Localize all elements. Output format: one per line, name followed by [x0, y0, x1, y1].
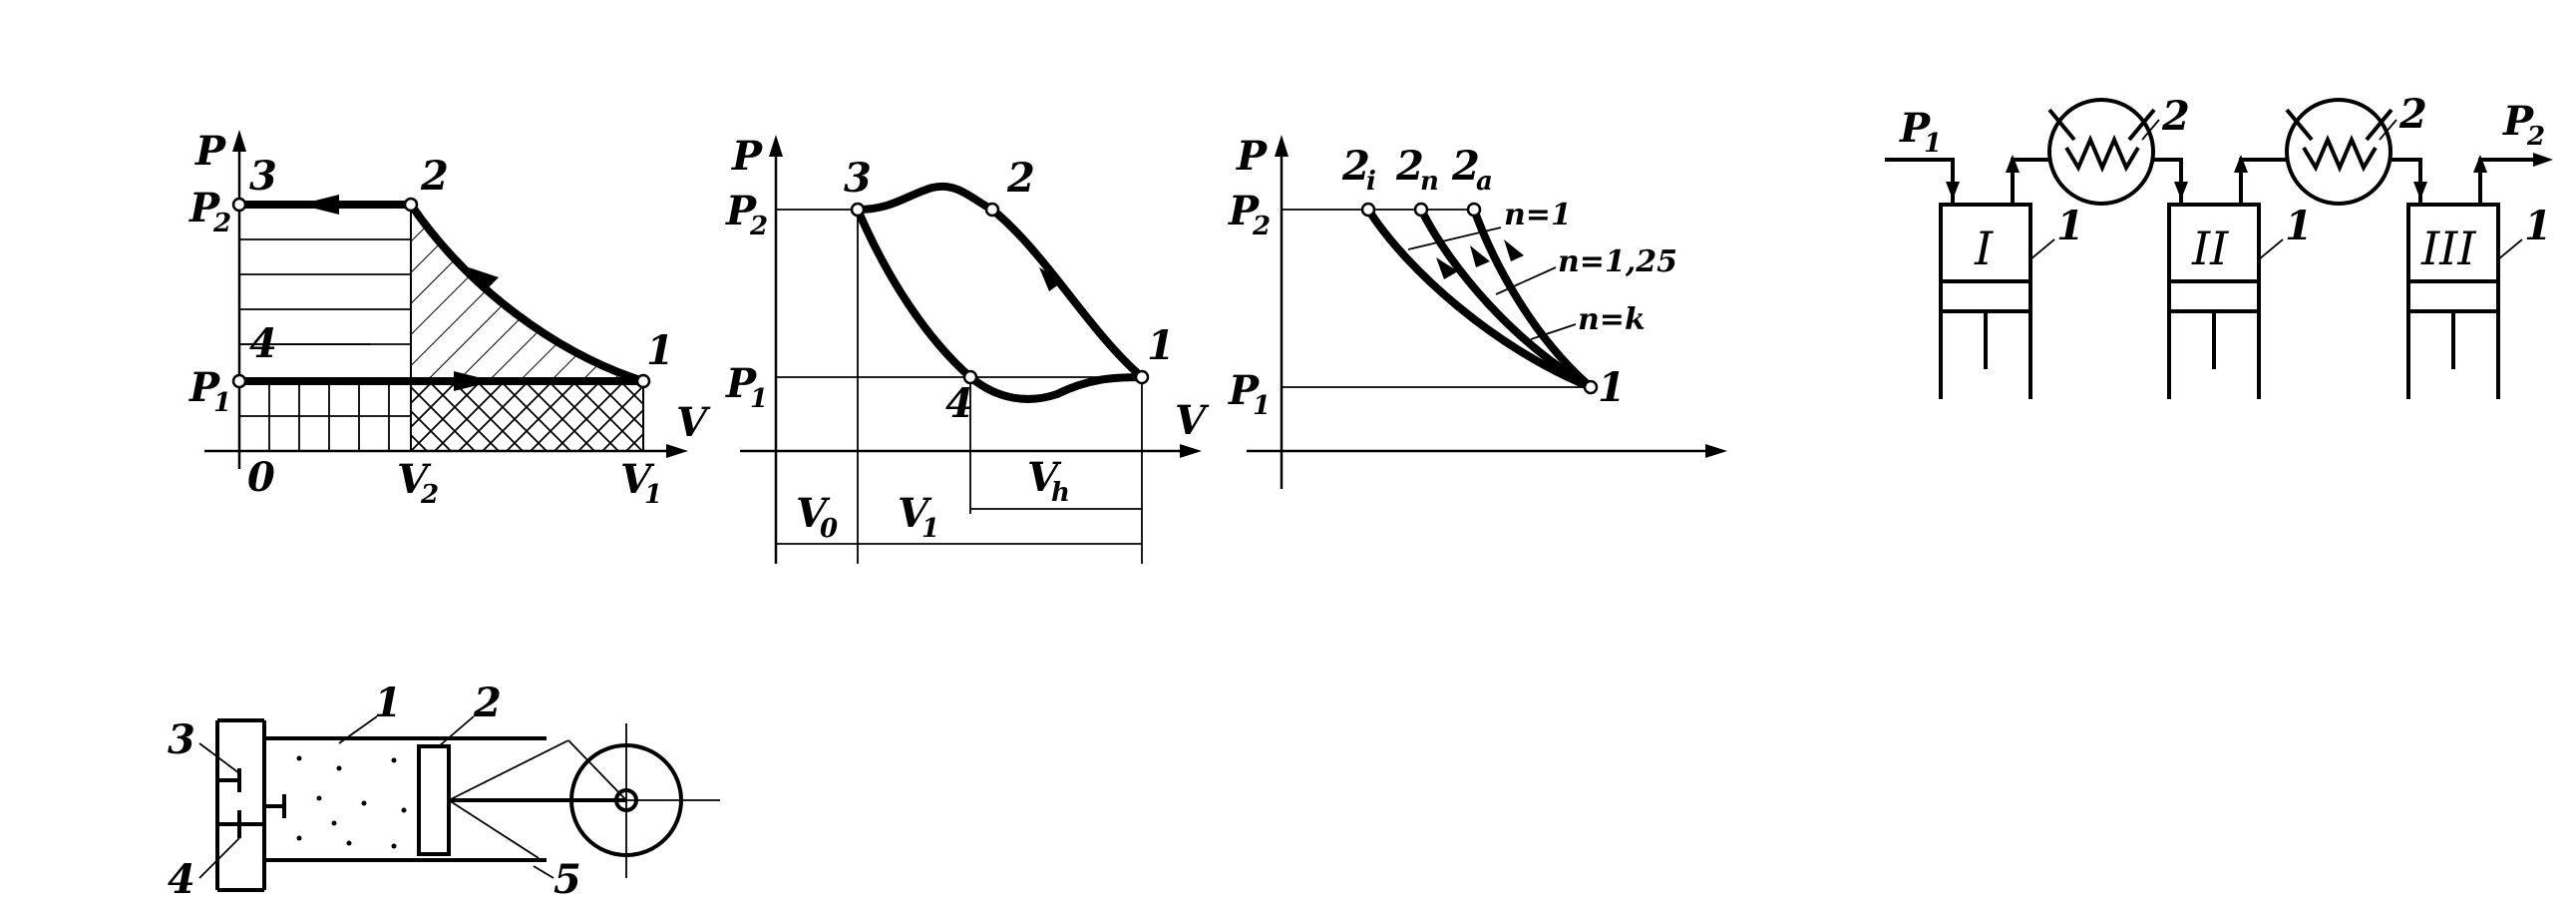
fig3-curve-isothermal — [1364, 206, 1595, 391]
svg-text:1: 1 — [750, 384, 768, 414]
svg-text:i: i — [1366, 167, 1376, 197]
svg-text:2: 2 — [2526, 122, 2545, 152]
fig1-pv-work-diagram: P V P 2 P 1 3 2 4 1 0 V 2 V 1 — [188, 128, 711, 510]
fig3-curve-polytropic — [1417, 206, 1595, 391]
fig5-label-4: 4 — [168, 856, 195, 903]
fig2-point-2: 2 — [1006, 155, 1035, 202]
fig5-piston-compressor-sketch: 1 2 3 4 5 — [168, 680, 720, 903]
fig2-expansion-suction-curve — [854, 206, 1146, 403]
fig2-v0-label: V — [796, 490, 831, 537]
fig4-label-2a: 2 — [2161, 93, 2190, 140]
fig4-p2-label: P — [2502, 98, 2535, 145]
fig2-v-axis-label: V — [1175, 397, 1210, 444]
fig1-p-axis-label: P — [194, 128, 227, 175]
fig1-point-1: 1 — [646, 327, 674, 374]
fig4-cylinder-stage-3 — [2406, 203, 2500, 399]
fig3-label-n-1: n=1 — [1504, 198, 1572, 232]
fig5-label-5: 5 — [553, 856, 581, 903]
svg-text:1: 1 — [1253, 391, 1271, 421]
fig1-v1-label: V — [620, 456, 655, 503]
svg-text:2: 2 — [749, 212, 768, 241]
fig4-stage-1-label: I — [1974, 222, 1994, 275]
svg-text:a: a — [1476, 167, 1493, 197]
fig1-v-axis-label: V — [676, 399, 711, 446]
fig2-point-3: 3 — [844, 155, 872, 202]
svg-text:2: 2 — [420, 480, 439, 510]
svg-text:2: 2 — [212, 209, 231, 238]
fig3-label-n-k: n=k — [1578, 302, 1646, 337]
fig2-p-axis-label: P — [731, 133, 764, 180]
fig1-v2-label: V — [397, 456, 432, 503]
fig4-p1-label: P — [1899, 105, 1932, 152]
fig4-intercooler-1 — [2047, 98, 2160, 206]
svg-text:h: h — [1051, 478, 1070, 508]
fig5-connecting-rod — [448, 799, 540, 859]
svg-text:1: 1 — [921, 514, 939, 544]
fig4-multistage-scheme: P 1 P 2 I II III 1 1 1 2 2 — [1885, 91, 2553, 399]
fig1-compression-curve — [407, 201, 647, 385]
svg-text:n: n — [1420, 167, 1439, 197]
fig3-p1-label: P — [1228, 367, 1261, 414]
fig1-cross-hatch-area — [410, 380, 644, 452]
fig3-point-2n: 2 — [1395, 143, 1424, 190]
fig1-diagonal-hatch-area — [410, 201, 644, 382]
fig3-p-axis-label: P — [1236, 133, 1269, 180]
fig5-label-3: 3 — [168, 716, 195, 763]
fig2-real-indicator-diagram: P V P 2 P 1 3 2 4 1 V 0 V 1 V h — [725, 133, 1210, 564]
fig4-stage-2-label: II — [2191, 222, 2229, 275]
fig1-point-4: 4 — [249, 320, 277, 367]
fig1-p1-label: P — [188, 364, 221, 411]
fig4-intercooler-2 — [2285, 98, 2397, 206]
fig2-p1-label: P — [725, 360, 758, 407]
svg-text:1: 1 — [1924, 129, 1942, 159]
fig4-label-2b: 2 — [2398, 91, 2427, 138]
fig4-label-1c: 1 — [2524, 203, 2552, 249]
fig3-polytropic-family: P P 2 P 1 2 i 2 n 2 a n=1 n=1,25 n=k 1 — [1228, 133, 1727, 489]
fig2-v1-label: V — [898, 490, 932, 537]
fig5-piston — [417, 744, 451, 856]
fig2-point-1: 1 — [1147, 322, 1175, 369]
fig4-inlet-pipe — [1885, 158, 1955, 205]
fig3-p2-label: P — [1228, 188, 1261, 234]
fig1-point-3: 3 — [249, 153, 277, 200]
fig2-vh-label: V — [1027, 454, 1062, 501]
fig1-zero-label: 0 — [247, 454, 275, 501]
fig2-p2-label: P — [725, 188, 758, 234]
svg-text:2: 2 — [1252, 212, 1271, 241]
fig3-point-2a: 2 — [1451, 143, 1480, 190]
fig3-label-n-1-25: n=1,25 — [1558, 244, 1677, 279]
fig2-compression-curve — [854, 182, 1146, 381]
fig5-label-1: 1 — [374, 680, 402, 726]
fig3-point-1: 1 — [1598, 364, 1626, 411]
fig4-cylinder-stage-1 — [1939, 203, 2032, 399]
fig1-p2-label: P — [188, 185, 221, 231]
fig1-grid-area — [238, 380, 412, 452]
svg-text:0: 0 — [820, 514, 838, 544]
fig2-point-4: 4 — [945, 380, 973, 427]
svg-text:1: 1 — [644, 480, 662, 510]
fig4-label-1b: 1 — [2285, 203, 2313, 249]
fig5-label-2: 2 — [473, 680, 502, 726]
fig1-point-2: 2 — [420, 153, 449, 200]
fig4-cylinder-stage-2 — [2167, 203, 2261, 399]
fig5-gas-volume — [296, 755, 407, 849]
fig4-label-1a: 1 — [2056, 203, 2084, 249]
fig5-valve-3 — [217, 768, 241, 792]
svg-text:1: 1 — [213, 388, 231, 418]
fig3-point-2i: 2 — [1341, 143, 1370, 190]
fig4-stage-3-label: III — [2420, 222, 2476, 275]
